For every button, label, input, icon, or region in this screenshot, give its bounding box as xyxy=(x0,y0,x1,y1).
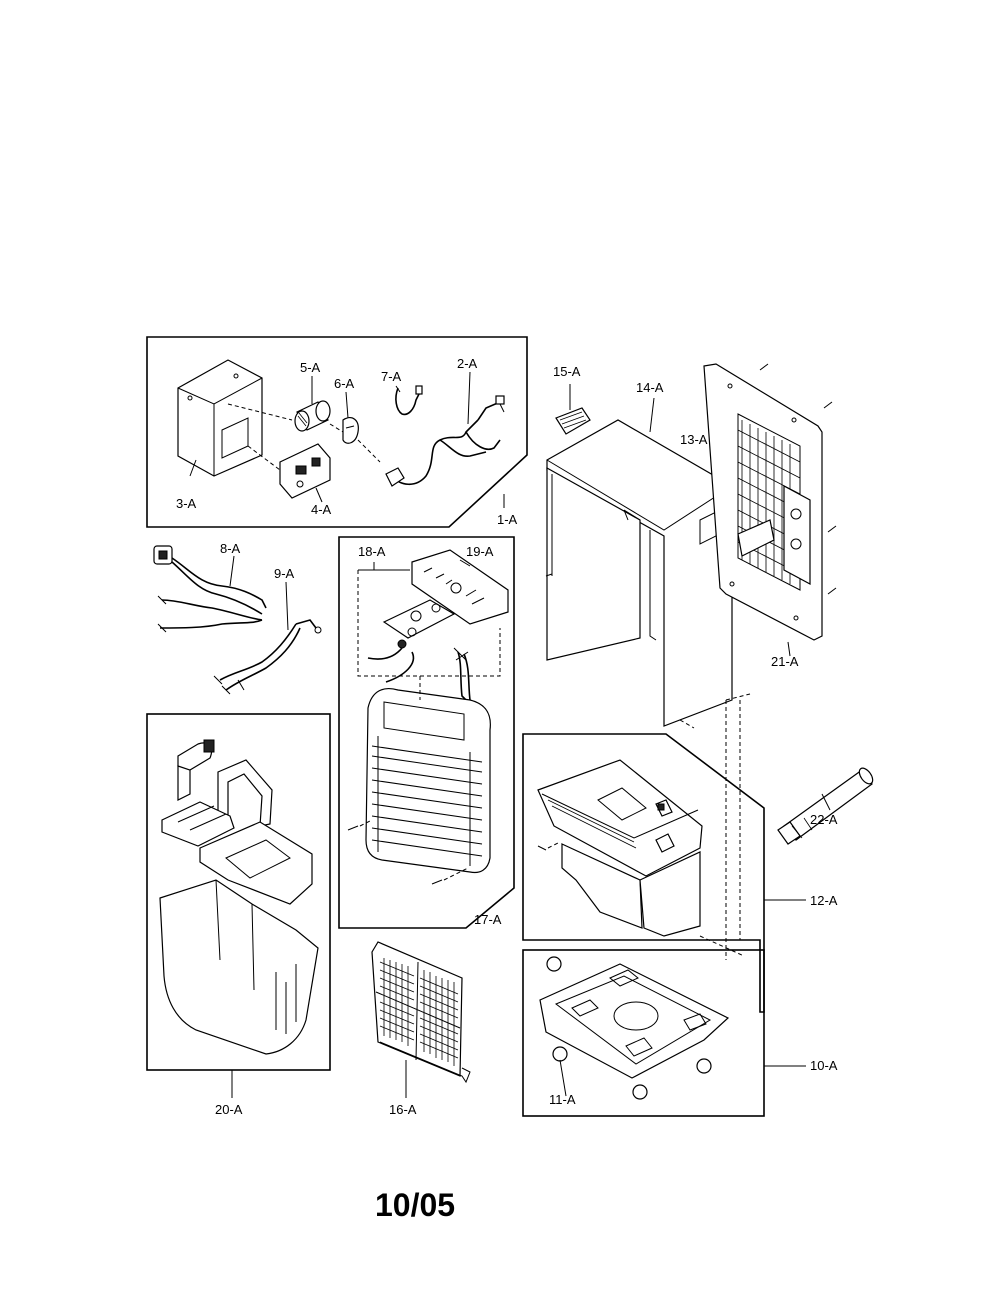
part-9a-wire-harness xyxy=(213,581,322,695)
explode-line xyxy=(357,439,381,463)
part-3a-control-box xyxy=(177,359,263,477)
part-4a-switch-plate xyxy=(279,443,331,499)
label-10a: 10-A xyxy=(810,1058,838,1073)
caster-wheel xyxy=(632,1084,648,1100)
group-18a-frame xyxy=(357,570,501,677)
part-5a-capacitor xyxy=(294,400,331,432)
group-20a-bucket-assembly xyxy=(146,713,331,1098)
group-17a-frame xyxy=(338,536,515,929)
part-19a-control-panel xyxy=(411,549,509,625)
label-7a: 7-A xyxy=(381,369,402,384)
explode-line xyxy=(547,841,561,849)
caster-wheel xyxy=(546,956,562,972)
part-22a-drain-tube xyxy=(777,767,874,845)
explode-line xyxy=(359,819,373,827)
label-15a: 15-A xyxy=(553,364,581,379)
part-2a-wire-harness xyxy=(385,395,505,487)
label-22a: 22-A xyxy=(810,812,838,827)
part-8a-power-cord xyxy=(153,545,267,633)
label-4a: 4-A xyxy=(311,502,332,517)
explode-line xyxy=(679,719,695,729)
label-8a: 8-A xyxy=(220,541,241,556)
part-18a-control-board xyxy=(367,599,471,703)
part-15a-handle xyxy=(555,384,591,435)
explode-line xyxy=(329,423,344,433)
label-6a: 6-A xyxy=(334,376,355,391)
label-19a: 19-A xyxy=(466,544,494,559)
part-front-grille-panel xyxy=(365,687,491,874)
label-14a: 14-A xyxy=(636,380,664,395)
explode-line xyxy=(699,935,745,957)
explode-line xyxy=(227,403,293,421)
label-20a: 20-A xyxy=(215,1102,243,1117)
label-1a: 1-A xyxy=(497,512,518,527)
label-5a: 5-A xyxy=(300,360,321,375)
label-13a: 13-A xyxy=(680,432,708,447)
group-1a-frame xyxy=(146,336,528,528)
label-16a: 16-A xyxy=(389,1102,417,1117)
group-10a-base-with-casters xyxy=(522,949,806,1117)
part-7a-wire xyxy=(395,385,423,416)
label-21a: 21-A xyxy=(771,654,799,669)
caster-wheel xyxy=(696,1058,712,1074)
group-17a-front-assembly xyxy=(338,536,515,929)
part-21a-rear-panel xyxy=(703,363,837,657)
part-labels: 5-A 6-A 7-A 2-A 3-A 4-A 1-A 15-A 14-A 8-… xyxy=(176,356,838,1117)
group-1a-electrical-assembly xyxy=(146,336,528,528)
part-14a-cabinet xyxy=(545,397,751,729)
group-10a-frame xyxy=(522,949,765,1117)
label-17a: 17-A xyxy=(474,912,502,927)
group-12a-frame xyxy=(522,733,765,1013)
label-18a: 18-A xyxy=(358,544,386,559)
part-6a-bracket xyxy=(342,417,359,444)
filter-mesh xyxy=(379,958,459,1066)
label-12a: 12-A xyxy=(810,893,838,908)
explode-line xyxy=(443,867,469,881)
caster-wheel xyxy=(552,1046,568,1062)
part-16a-air-filter xyxy=(371,941,471,1098)
label-2a: 2-A xyxy=(457,356,478,371)
part-13a-float xyxy=(655,799,673,817)
label-11a: 11-A xyxy=(549,1092,576,1107)
revision-date: 10/05 xyxy=(375,1187,455,1223)
group-12a-base-assembly xyxy=(522,733,806,1013)
group-20a-frame xyxy=(146,713,331,1071)
label-9a: 9-A xyxy=(274,566,295,581)
label-3a: 3-A xyxy=(176,496,197,511)
